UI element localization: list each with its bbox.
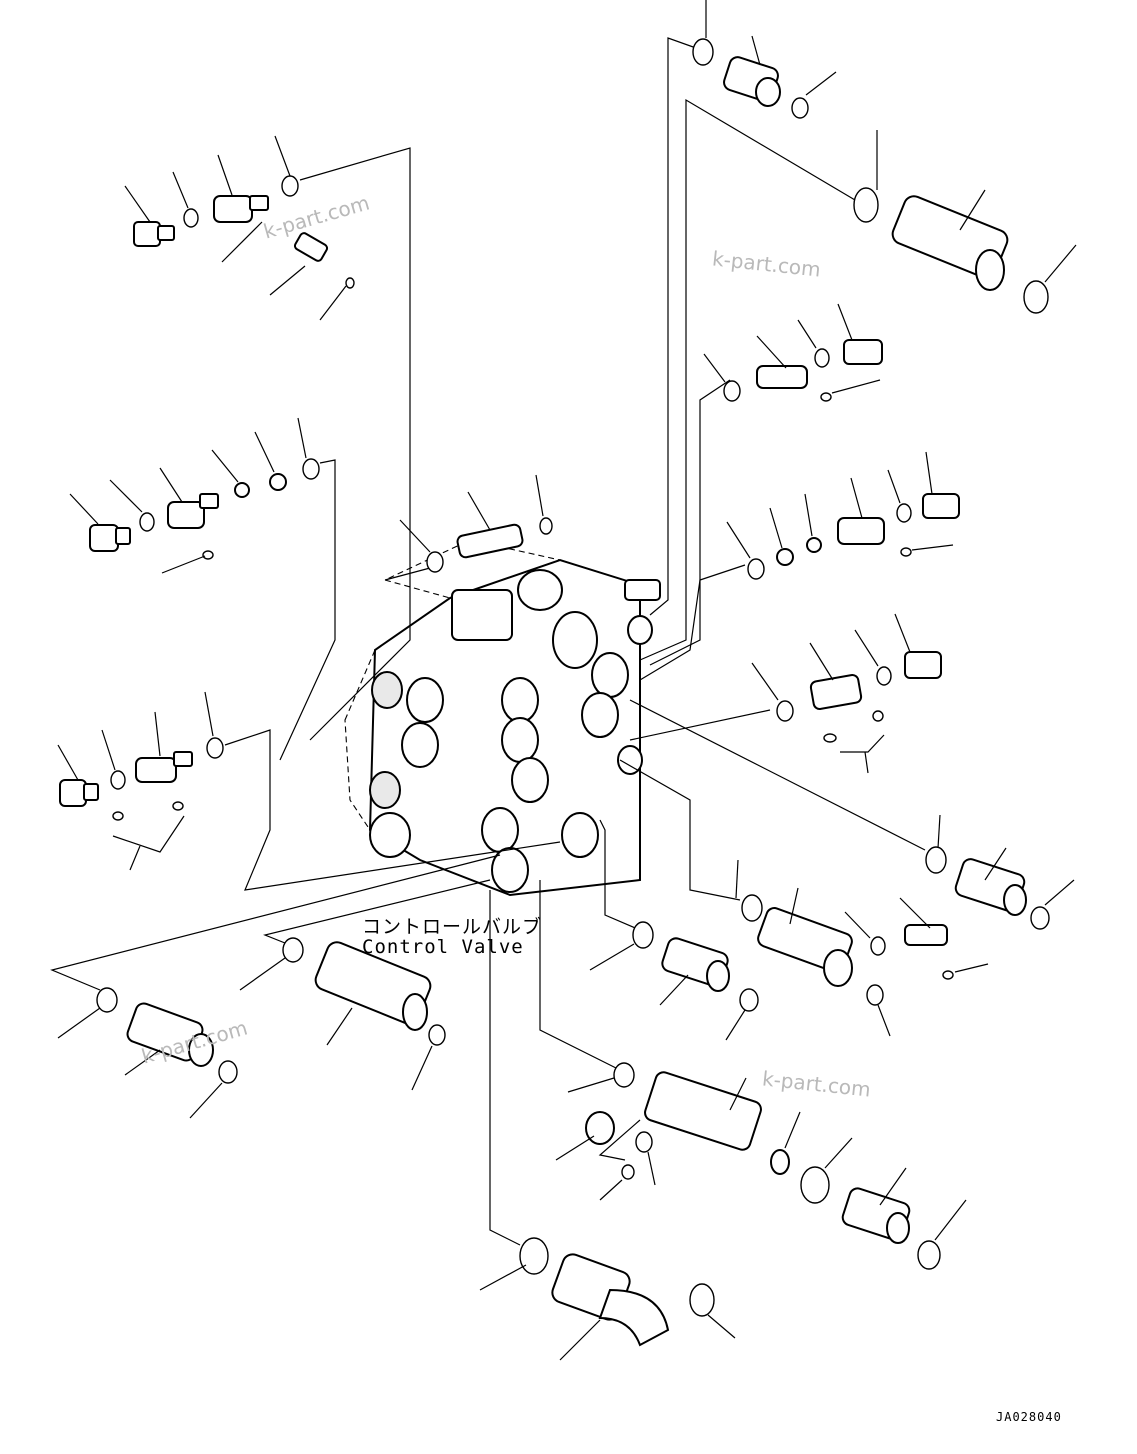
group-right-3 [751, 613, 942, 774]
title-en: Control Valve [362, 936, 524, 958]
group-lower-left [57, 691, 224, 871]
group-bottom-left [57, 937, 446, 1119]
group-right-2 [726, 451, 960, 580]
group-mid-left [69, 417, 320, 574]
leader-lines [50, 37, 926, 1246]
group-top-right [692, 0, 1077, 314]
title-jp: コントロールバルブ [362, 916, 543, 938]
control-valve-body [344, 539, 661, 897]
group-top-left [124, 135, 355, 321]
group-right-1 [703, 303, 883, 402]
drawing-code: JA028040 [996, 1410, 1062, 1424]
group-right-lower [589, 814, 1075, 1041]
group-bottom-right [479, 1062, 967, 1361]
group-centre-top [399, 474, 553, 573]
